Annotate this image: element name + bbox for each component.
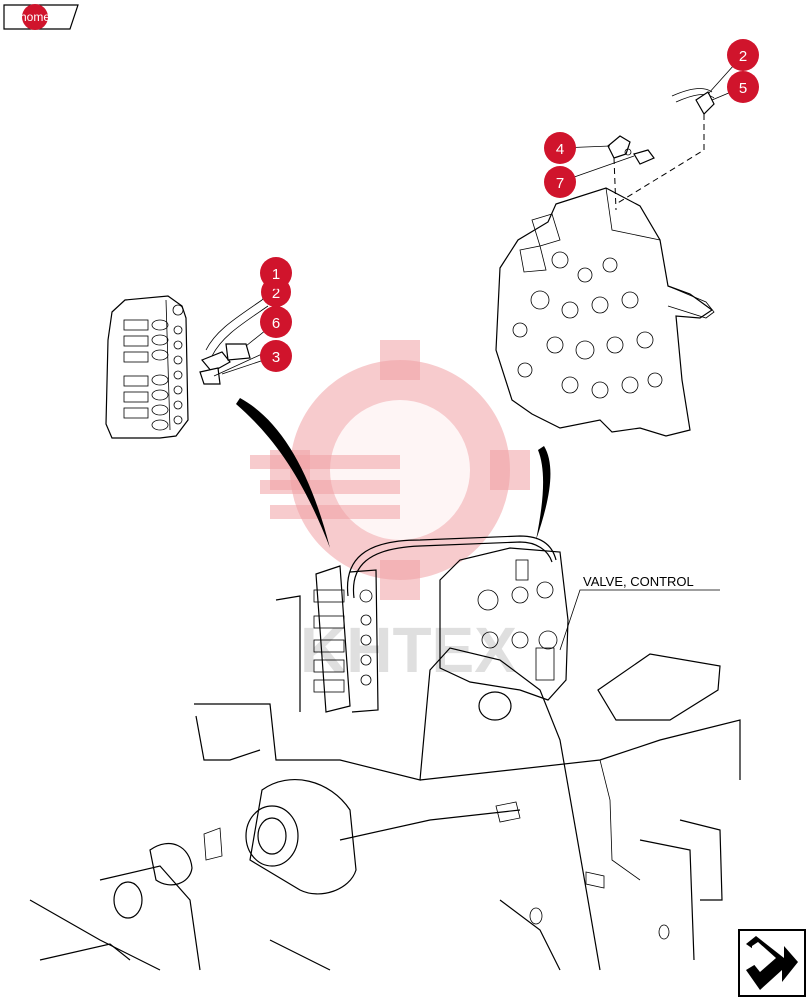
watermark-text: KHTEX [300, 614, 517, 686]
home-button[interactable]: home [3, 4, 79, 30]
svg-text:2: 2 [272, 285, 280, 302]
next-page-arrow-icon[interactable] [738, 929, 806, 997]
watermark-logo: KHTEX [250, 340, 530, 686]
svg-text:5: 5 [739, 80, 747, 97]
svg-text:2: 2 [739, 48, 747, 65]
main-loader-frame [29, 535, 741, 971]
svg-text:7: 7 [556, 175, 564, 192]
left-valve-detail [105, 295, 269, 439]
right-callout-leaders [559, 54, 744, 183]
svg-text:1: 1 [272, 266, 280, 283]
right-detail-pointer [536, 446, 551, 540]
callout-3[interactable]: 3 [260, 340, 292, 372]
svg-text:3: 3 [272, 349, 280, 366]
valve-control-label: VALVE, CONTROL [583, 574, 694, 589]
callout-7[interactable]: 7 [544, 166, 576, 198]
callout-2-right[interactable]: 2 [727, 39, 759, 71]
callout-4[interactable]: 4 [544, 132, 576, 164]
svg-text:4: 4 [556, 141, 564, 158]
right-control-valve-detail [495, 88, 715, 437]
svg-text:6: 6 [272, 315, 280, 332]
callout-1[interactable]: 1 [260, 257, 292, 289]
callout-5[interactable]: 5 [727, 71, 759, 103]
callout-6[interactable]: 6 [260, 306, 292, 338]
home-button-label: home [20, 10, 50, 24]
